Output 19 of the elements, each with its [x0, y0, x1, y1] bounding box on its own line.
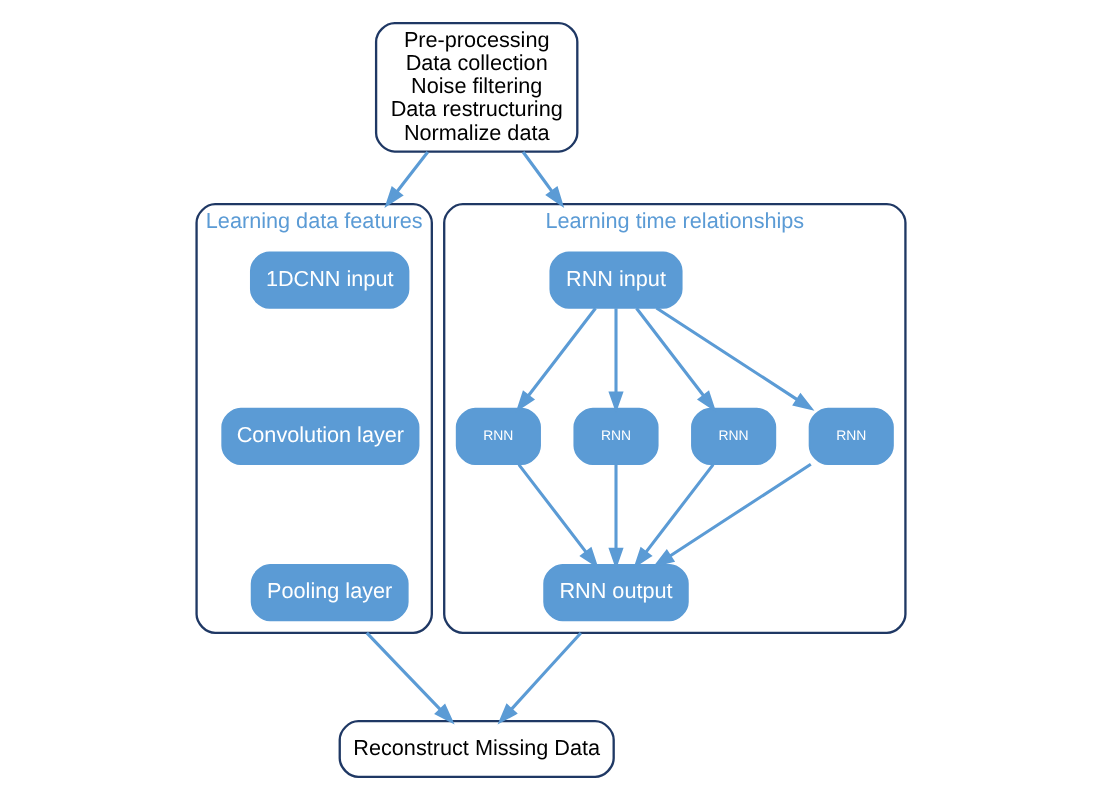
- node-box: Pooling layer: [249, 564, 408, 622]
- node-box: 1DCNN input: [248, 251, 409, 309]
- arrow: [383, 151, 428, 208]
- arrow: [654, 306, 814, 411]
- arrow: [607, 464, 623, 570]
- arrow: [496, 631, 581, 725]
- arrow: [632, 463, 714, 569]
- arrow: [364, 631, 454, 725]
- arrow: [516, 463, 598, 569]
- node-box: Pre-processing Data collection Noise filtering Data restructuring Normalize data: [373, 21, 578, 153]
- node-box: Convolution layer: [220, 407, 419, 465]
- arrow: [520, 151, 564, 208]
- arrow: [514, 307, 596, 413]
- arrow: [651, 462, 811, 568]
- node-box: RNN output: [542, 564, 688, 622]
- arrow: [607, 308, 623, 414]
- arrow: [634, 307, 716, 413]
- node-box: Reconstruct Missing Data: [337, 720, 614, 779]
- node-box: RNN input: [548, 251, 682, 309]
